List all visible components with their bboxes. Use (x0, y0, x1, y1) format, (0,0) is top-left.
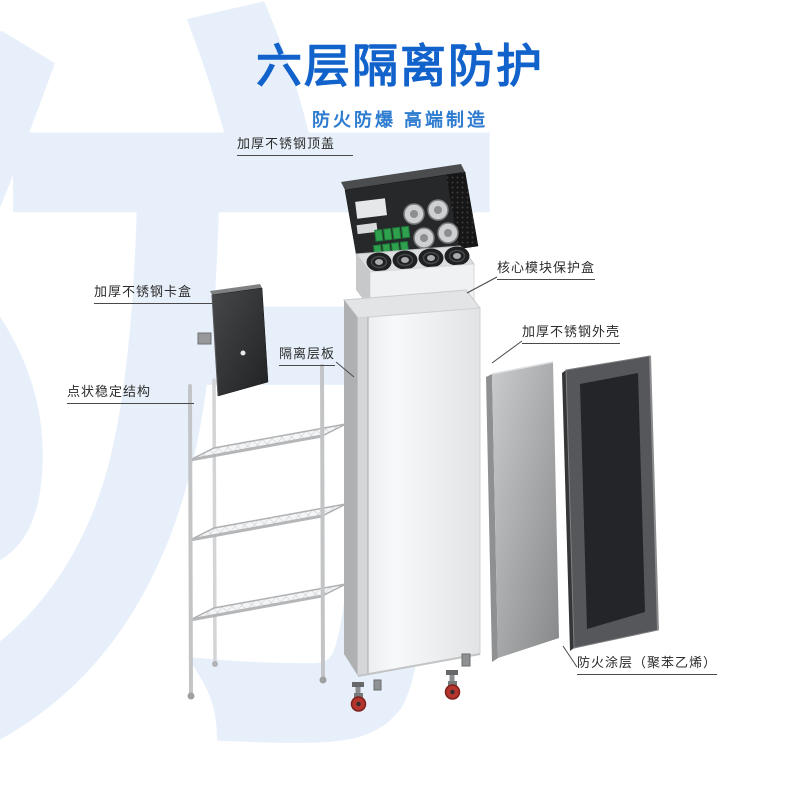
label-outer-shell-text: 加厚不锈钢外壳 (522, 324, 621, 339)
leader-lines (335, 276, 578, 668)
fire-coating-panel (562, 355, 659, 651)
outer-shell-panel (486, 361, 559, 662)
page-title: 六层隔离防护 (256, 40, 544, 92)
cabinet-body (343, 289, 481, 677)
label-dot-structure-text: 点状稳定结构 (67, 384, 152, 399)
top-control-module (341, 164, 479, 265)
casters (350, 653, 471, 712)
page-subtitle: 防火防爆 高端制造 (311, 110, 488, 130)
terminal-blocks (372, 225, 411, 257)
label-card-box: 加厚不锈钢卡盒 (94, 281, 216, 304)
label-fire-coating: 防火涂层（聚苯乙烯） (577, 652, 718, 675)
label-isolation-shelf: 隔离层板 (279, 343, 336, 366)
cooling-fans (366, 246, 470, 272)
label-isolation-shelf-text: 隔离层板 (279, 346, 336, 361)
label-top-cover: 加厚不锈钢顶盖 (237, 133, 353, 156)
label-dot-structure: 点状稳定结构 (67, 381, 194, 404)
label-outer-shell: 加厚不锈钢外壳 (522, 321, 621, 344)
card-box-panel (197, 284, 269, 397)
label-core-module-box: 核心模块保护盒 (497, 257, 596, 280)
round-connectors (403, 199, 459, 249)
label-core-module-box-text: 核心模块保护盒 (497, 260, 596, 275)
label-fire-coating-text: 防火涂层（聚苯乙烯） (577, 655, 718, 670)
label-top-cover-text: 加厚不锈钢顶盖 (237, 136, 336, 151)
wire-shelf-unit (187, 358, 350, 700)
label-card-box-text: 加厚不锈钢卡盒 (94, 284, 193, 299)
header: 六层隔离防护 防火防爆 高端制造 (0, 0, 800, 132)
